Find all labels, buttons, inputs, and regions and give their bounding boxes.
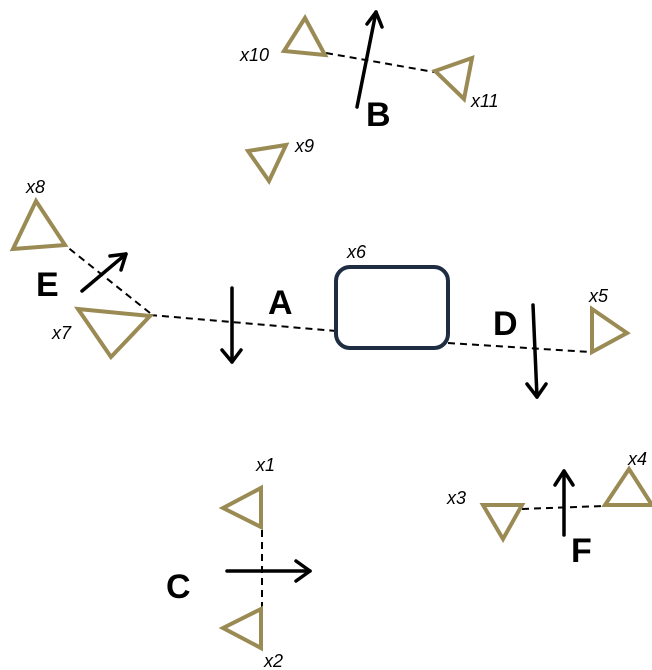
arrow-c <box>225 559 312 583</box>
arrow-b <box>355 10 384 109</box>
node-labels: x10 x11 x9 x8 x6 x7 x5 x1 x4 x3 x2 <box>25 45 647 670</box>
arrow-e <box>80 252 128 293</box>
node-x10-triangle <box>280 14 329 58</box>
label-x6: x6 <box>346 242 367 262</box>
label-f: F <box>571 532 592 570</box>
label-x2: x2 <box>263 651 283 670</box>
node-x3-triangle <box>479 503 526 544</box>
node-x11-triangle <box>431 54 475 103</box>
label-x5: x5 <box>588 286 609 306</box>
arrow-a <box>220 286 243 364</box>
label-a: A <box>268 284 293 322</box>
label-c: C <box>166 568 191 606</box>
label-x8: x8 <box>25 177 45 197</box>
link-x7-x8 <box>65 245 151 314</box>
node-x7-triangle <box>73 306 155 361</box>
arrow-labels: B E A D C F <box>36 96 592 606</box>
link-x6-x5 <box>447 342 591 353</box>
label-x3: x3 <box>446 488 466 508</box>
node-x1-triangle <box>218 484 263 531</box>
label-e: E <box>36 266 59 304</box>
label-x11: x11 <box>470 91 499 111</box>
label-x9: x9 <box>294 136 314 156</box>
node-x8-triangle <box>9 196 69 252</box>
arrow-f <box>553 469 575 537</box>
label-d: D <box>493 305 518 343</box>
label-x10: x10 <box>239 45 269 65</box>
arrows <box>80 10 575 583</box>
label-x7: x7 <box>51 323 72 343</box>
arrow-d <box>525 303 548 399</box>
link-x10-x11 <box>325 52 435 73</box>
link-x7-x6 <box>149 314 337 332</box>
label-x4: x4 <box>627 449 647 469</box>
nodes <box>9 14 652 652</box>
node-x4-triangle <box>601 465 652 507</box>
label-b: B <box>366 96 391 134</box>
node-x6-box <box>334 265 450 350</box>
label-x1: x1 <box>255 455 275 475</box>
node-x5-triangle <box>590 305 631 356</box>
node-x9-triangle <box>244 142 290 185</box>
node-x2-triangle <box>218 605 263 652</box>
